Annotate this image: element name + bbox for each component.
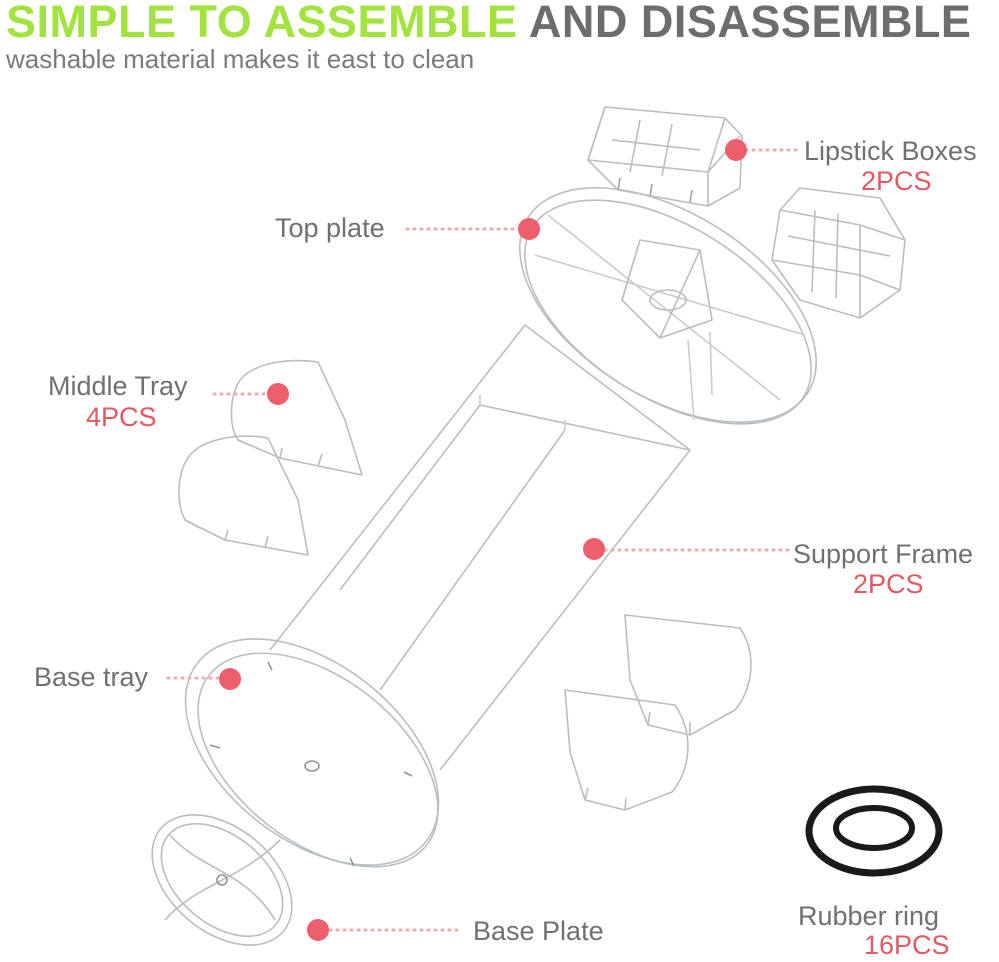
- marker-dot: [725, 139, 747, 161]
- label-base-tray: Base tray: [34, 662, 149, 692]
- middle-tray-illustration: [178, 359, 363, 556]
- marker-dot: [583, 538, 605, 560]
- middle-tray-illustration: [564, 614, 752, 811]
- subtitle: washable material makes it east to clean: [6, 44, 475, 74]
- marker-dot: [518, 218, 540, 240]
- headline: SIMPLE TO ASSEMBLE AND DISASSEMBLE: [6, 0, 971, 48]
- lipstick-box-illustration: [771, 187, 906, 319]
- marker-dot: [219, 668, 241, 690]
- qty-support-frame: 2PCS: [853, 569, 924, 599]
- label-rubber-ring: Rubber ring: [798, 901, 940, 931]
- marker-dot: [267, 383, 289, 405]
- qty-middle-tray: 4PCS: [86, 402, 157, 432]
- base-tray-illustration: [184, 638, 440, 868]
- rubber-ring-illustration: [805, 785, 943, 877]
- label-lipstick-boxes: Lipstick Boxes: [804, 136, 977, 166]
- lipstick-box-illustration: [587, 106, 743, 207]
- base-plate-illustration: [151, 814, 293, 946]
- label-top-plate: Top plate: [275, 213, 385, 243]
- marker-dot: [307, 919, 329, 941]
- label-support-frame: Support Frame: [793, 539, 974, 569]
- qty-lipstick-boxes: 2PCS: [861, 166, 932, 196]
- label-middle-tray: Middle Tray: [48, 371, 188, 401]
- headline-disassemble: AND DISASSEMBLE: [528, 0, 972, 47]
- support-frame-illustration: [269, 324, 691, 771]
- qty-rubber-ring: 16PCS: [864, 930, 950, 960]
- headline-assemble: SIMPLE TO ASSEMBLE: [6, 0, 518, 47]
- top-plate-illustration: [519, 187, 817, 425]
- label-base-plate: Base Plate: [473, 916, 604, 946]
